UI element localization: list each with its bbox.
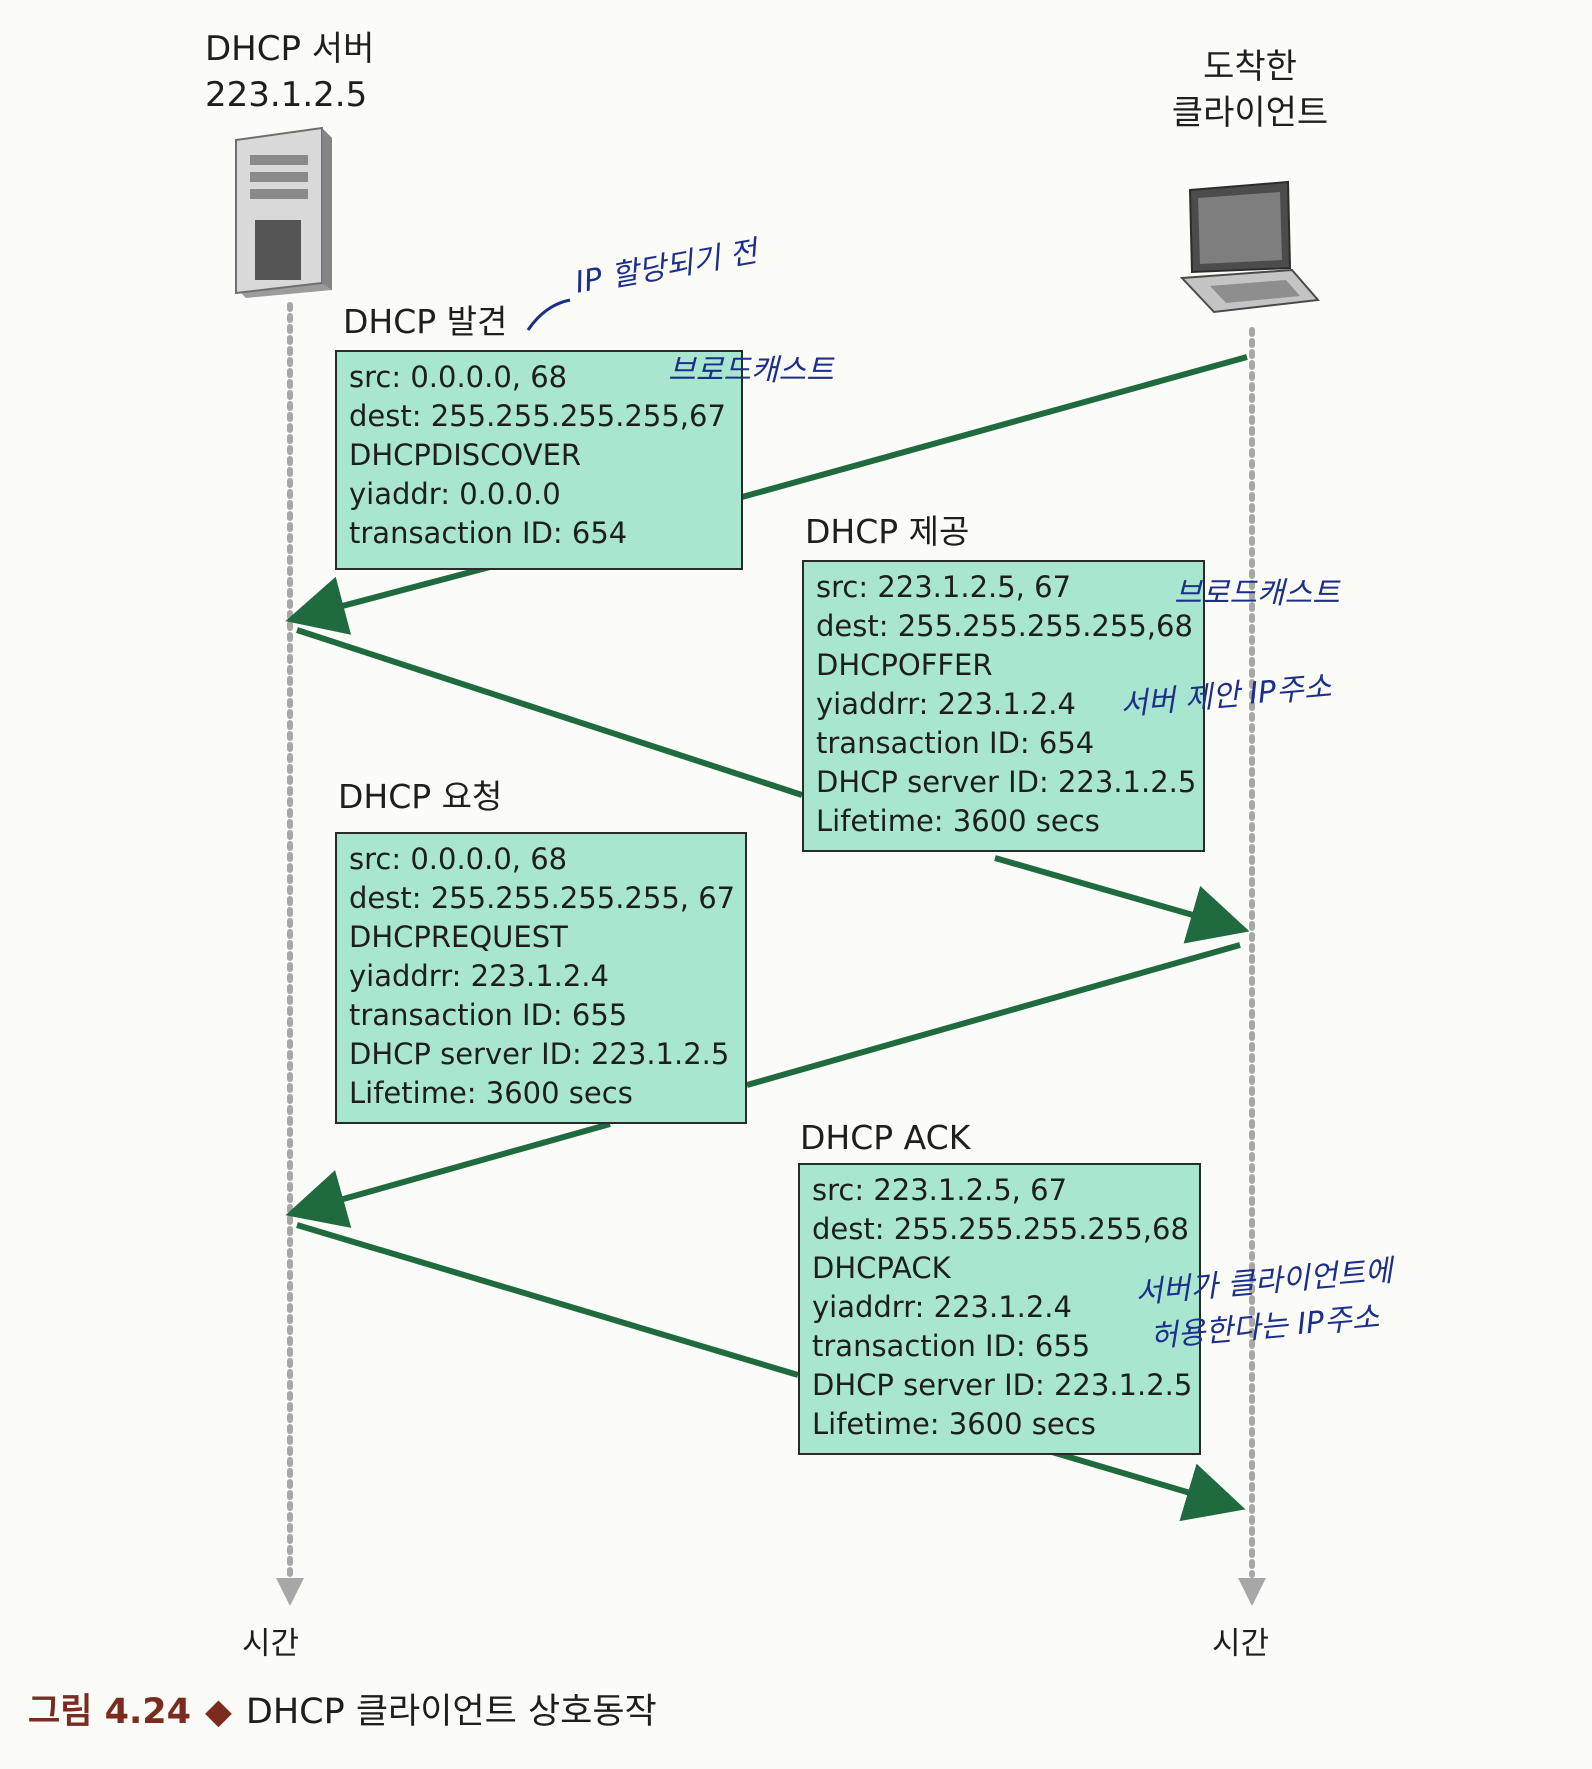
discover-title: DHCP 발견: [343, 302, 508, 341]
note-broadcast-discover: 브로드캐스트: [668, 353, 834, 388]
offer-server-id: DHCP server ID: 223.1.2.5: [816, 765, 1197, 799]
offer-type: DHCPOFFER: [816, 648, 993, 682]
arrow-ack: [296, 1222, 1246, 1522]
client-title-line2: 클라이언트: [1171, 93, 1329, 133]
ack-src: src: 223.1.2.5, 67: [812, 1173, 1068, 1207]
figure-number: 그림 4.24: [28, 1692, 191, 1732]
discover-src: src: 0.0.0.0, 68: [349, 360, 568, 394]
ack-server-id: DHCP server ID: 223.1.2.5: [812, 1368, 1193, 1402]
server-lifeline-arrowhead: [276, 1578, 304, 1606]
server-tower-icon: [235, 126, 332, 298]
client-lifeline-arrowhead: [1238, 1578, 1266, 1606]
ack-lifetime: Lifetime: 3600 secs: [812, 1407, 1096, 1441]
client-title-line1: 도착한: [1203, 47, 1297, 87]
request-lifetime: Lifetime: 3600 secs: [349, 1076, 633, 1110]
discover-type: DHCPDISCOVER: [349, 438, 582, 472]
offer-yiaddr: yiaddrr: 223.1.2.4: [816, 687, 1076, 721]
request-yiaddr: yiaddrr: 223.1.2.4: [349, 959, 609, 993]
discover-transaction-id: transaction ID: 654: [349, 516, 628, 550]
request-message-box: src: 0.0.0.0, 68 dest: 255.255.255.255, …: [335, 832, 747, 1124]
discover-yiaddr: yiaddr: 0.0.0.0: [349, 477, 561, 511]
note-pointer-ip-before: [526, 298, 571, 331]
offer-lifetime: Lifetime: 3600 secs: [816, 804, 1100, 838]
request-src: src: 0.0.0.0, 68: [349, 842, 568, 876]
request-dest: dest: 255.255.255.255, 67: [349, 881, 736, 915]
ack-title: DHCP ACK: [800, 1118, 971, 1157]
note-broadcast-offer: 브로드캐스트: [1174, 576, 1340, 611]
ack-yiaddr: yiaddrr: 223.1.2.4: [812, 1290, 1072, 1324]
server-title: DHCP 서버 223.1.2.5: [205, 26, 374, 118]
offer-title: DHCP 제공: [805, 512, 970, 551]
arrow-request: [285, 942, 1241, 1228]
discover-message-box: src: 0.0.0.0, 68 dest: 255.255.255.255,6…: [335, 350, 743, 570]
request-type: DHCPREQUEST: [349, 920, 568, 954]
discover-dest: dest: 255.255.255.255,67: [349, 399, 726, 433]
offer-dest: dest: 255.255.255.255,68: [816, 609, 1193, 643]
arrow-discover: [285, 354, 1248, 635]
caption-text: DHCP 클라이언트 상호동작: [245, 1692, 657, 1732]
arrow-offer: [296, 627, 1250, 944]
server-name: DHCP 서버: [205, 29, 375, 69]
offer-transaction-id: transaction ID: 654: [816, 726, 1095, 760]
request-transaction-id: transaction ID: 655: [349, 998, 628, 1032]
client-time-label: 시간: [1212, 1626, 1270, 1662]
server-address: 223.1.2.5: [205, 75, 368, 115]
laptop-icon: [1179, 180, 1320, 314]
ack-transaction-id: transaction ID: 655: [812, 1329, 1091, 1363]
server-time-label: 시간: [242, 1626, 300, 1662]
ack-message-box: src: 223.1.2.5, 67 dest: 255.255.255.255…: [798, 1163, 1201, 1455]
client-title: 도착한 클라이언트: [1165, 44, 1335, 136]
ack-type: DHCPACK: [812, 1251, 951, 1285]
ack-dest: dest: 255.255.255.255,68: [812, 1212, 1189, 1246]
figure-caption: 그림 4.24 ◆ DHCP 클라이언트 상호동작: [28, 1683, 657, 1734]
request-server-id: DHCP server ID: 223.1.2.5: [349, 1037, 730, 1071]
request-title: DHCP 요청: [338, 777, 503, 816]
offer-message-box: src: 223.1.2.5, 67 dest: 255.255.255.255…: [802, 560, 1205, 852]
offer-src: src: 223.1.2.5, 67: [816, 570, 1072, 604]
caption-separator: ◆: [204, 1692, 232, 1732]
